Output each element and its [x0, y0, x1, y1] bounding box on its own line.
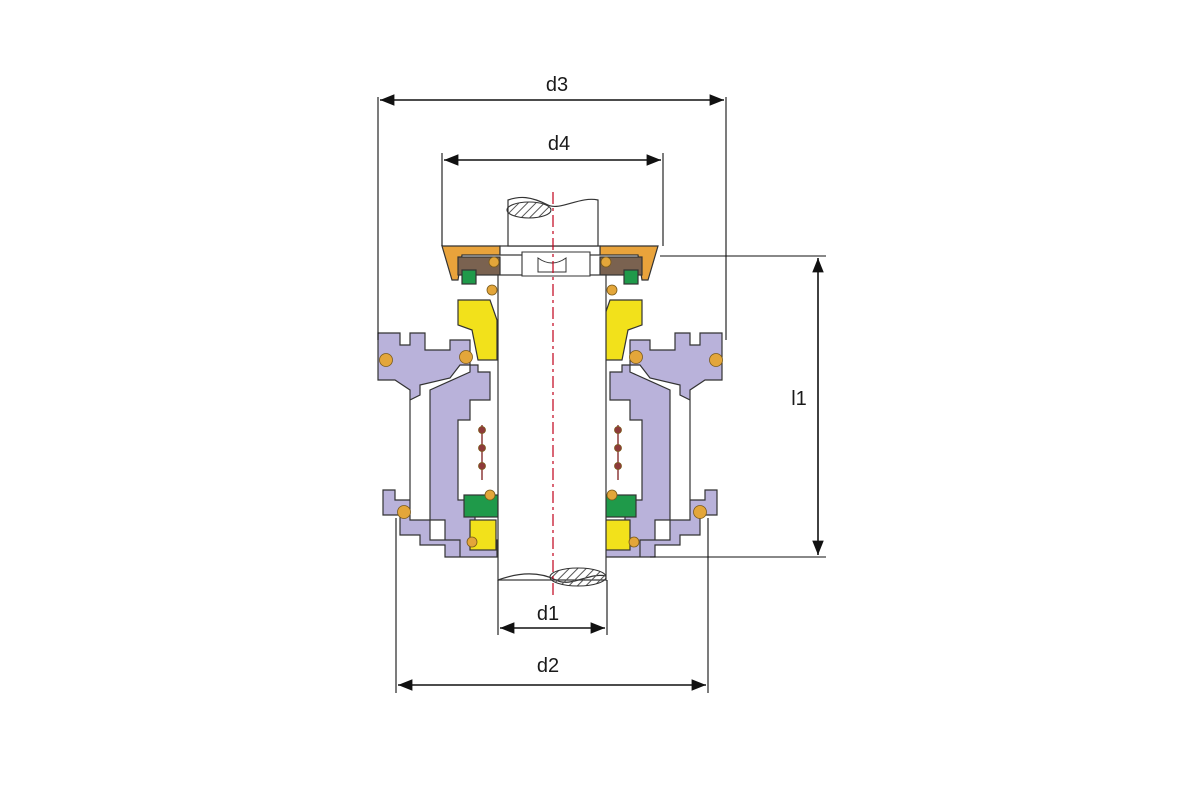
spring-left [478, 425, 486, 480]
dimension-d3: d3 [377, 74, 727, 340]
seal-faces-lower [463, 494, 637, 551]
shaft [497, 192, 607, 598]
dimension-d2: d2 [395, 518, 709, 693]
dimension-d1: d1 [497, 580, 608, 635]
dimension-label-d4: d4 [548, 133, 570, 155]
dimension-label-d3: d3 [546, 74, 568, 96]
dimension-l1: l1 [650, 255, 826, 558]
dimension-d4: d4 [441, 133, 664, 246]
spring-right [614, 425, 622, 480]
o-rings [379, 256, 723, 548]
seal-faces-upper [457, 269, 643, 361]
dimension-label-d2: d2 [537, 655, 559, 677]
dimension-label-d1: d1 [537, 603, 559, 625]
dimension-label-l1: l1 [791, 388, 807, 410]
